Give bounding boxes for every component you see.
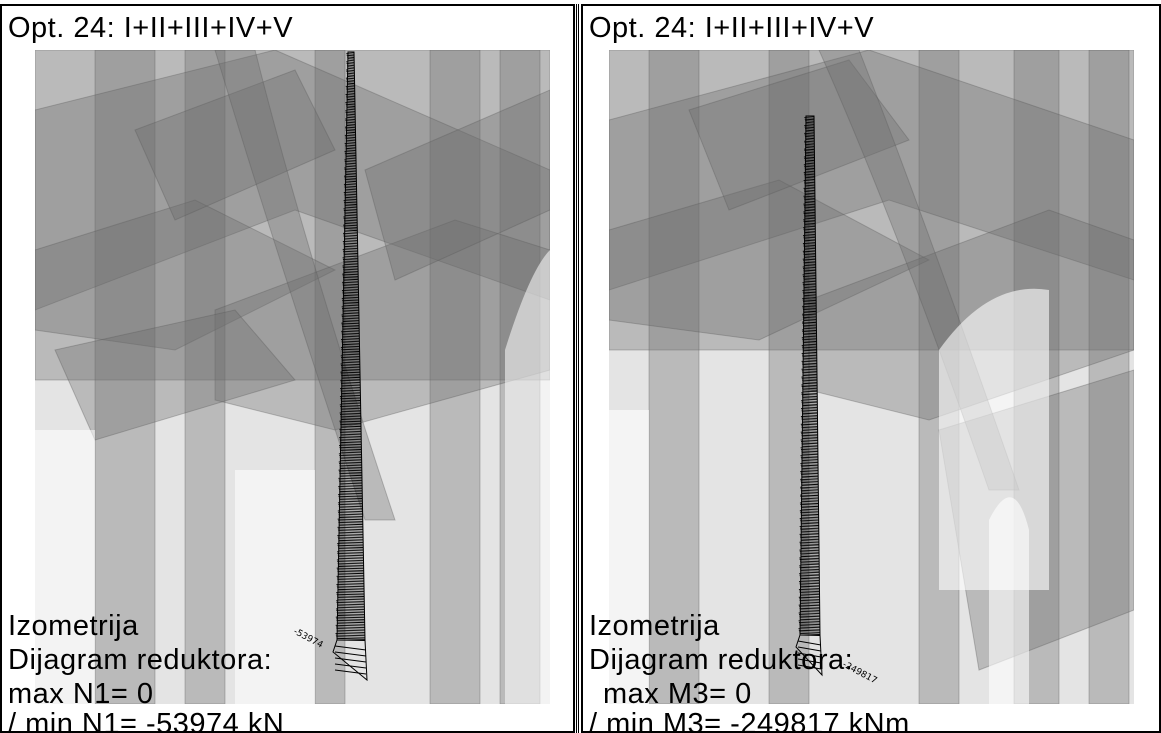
isometric-scene-right: -249817 bbox=[609, 50, 1134, 704]
bending-moment-diagram bbox=[795, 115, 823, 677]
max-value-left: max N1= 0 bbox=[8, 678, 154, 710]
min-value-left: / min N1= -53974 kN bbox=[8, 708, 285, 733]
panel-axial-force: -53974 Opt. 24: I+II+III+IV+V Izometrija… bbox=[0, 4, 575, 733]
view-label-right: Izometrija bbox=[589, 610, 720, 642]
max-value-right: max M3= 0 bbox=[603, 678, 752, 710]
diagram-label-left: Dijagram reduktora: bbox=[8, 644, 273, 676]
isometric-scene-left: -53974 bbox=[35, 50, 550, 704]
panel-title-right: Opt. 24: I+II+III+IV+V bbox=[589, 12, 875, 44]
view-label-left: Izometrija bbox=[8, 610, 139, 642]
axial-force-diagram bbox=[332, 51, 368, 682]
panel-bending-moment: -249817 Opt. 24: I+II+III+IV+V Izometrij… bbox=[581, 4, 1161, 733]
panel-title-left: Opt. 24: I+II+III+IV+V bbox=[8, 12, 294, 44]
min-value-right: / min M3= -249817 kNm bbox=[589, 708, 910, 733]
diagram-label-right: Dijagram reduktora: bbox=[589, 644, 854, 676]
panel-divider bbox=[576, 4, 579, 733]
